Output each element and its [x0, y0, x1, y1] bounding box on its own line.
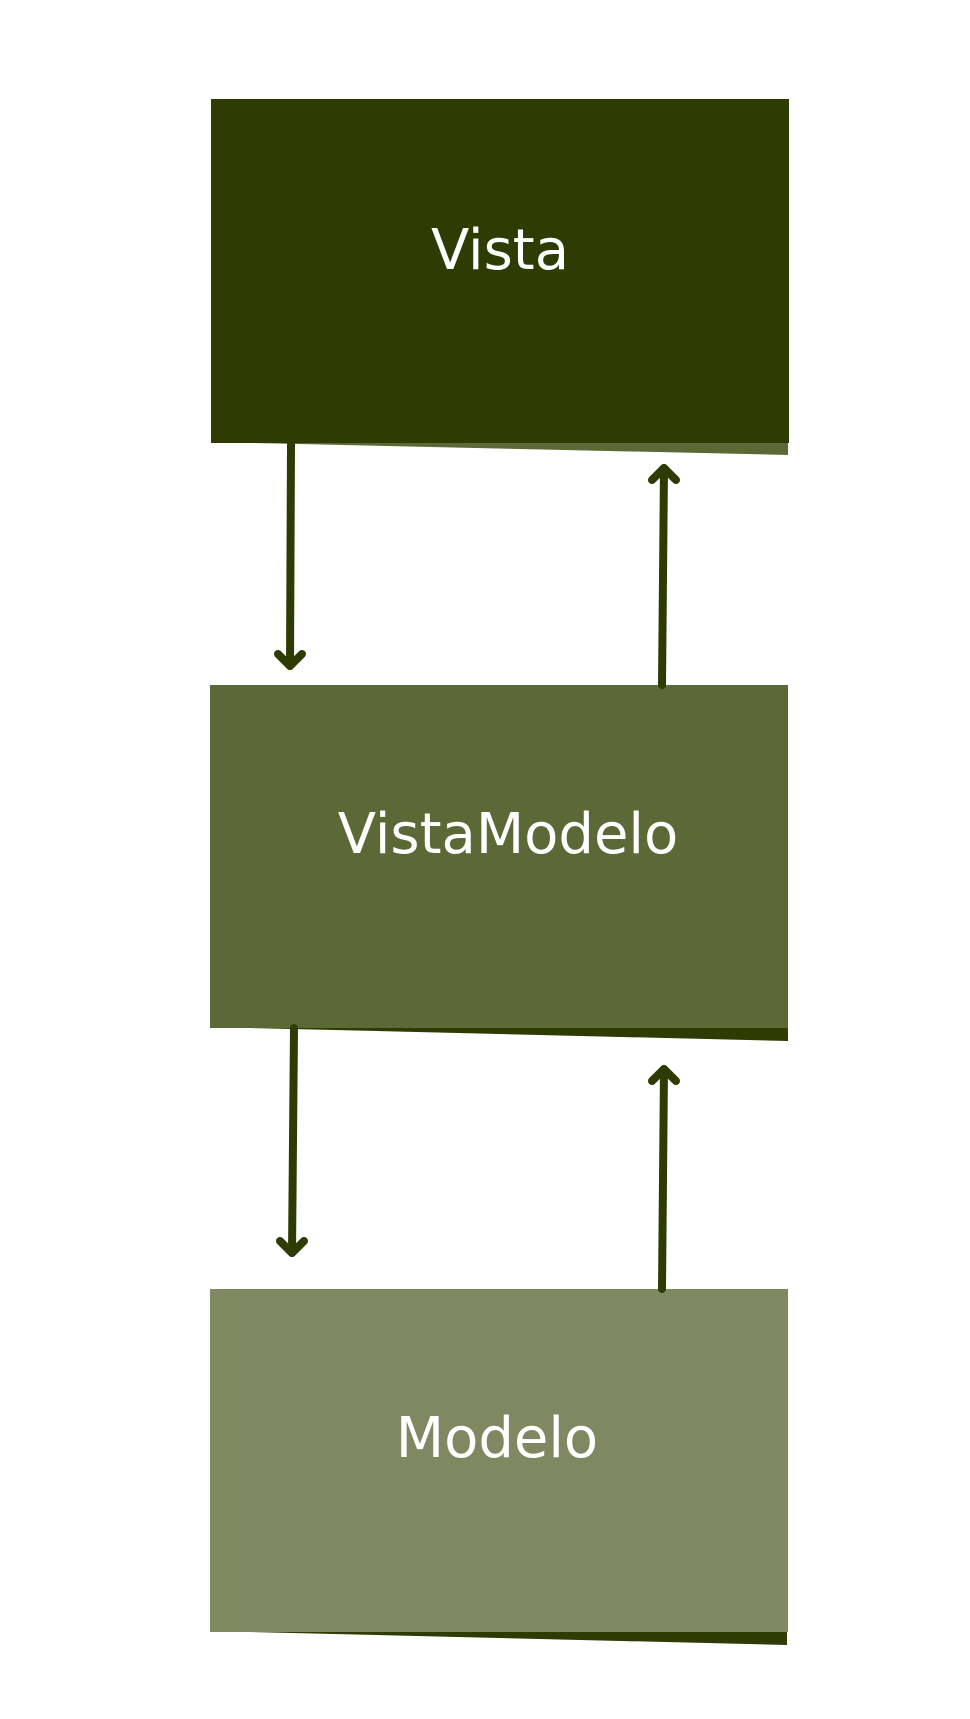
arrow-vistamodelo-to-vista-shaft — [658, 464, 668, 689]
arrow-vistamodelo-to-modelo-shaft — [288, 1024, 298, 1257]
modelo-box-body — [210, 1289, 788, 1632]
arrow-down-head-icon — [276, 1237, 308, 1257]
vista-box: Vista — [211, 99, 789, 455]
modelo-label: Modelo — [396, 1406, 598, 1471]
arrow-vista-to-vistamodelo-shaft — [286, 439, 295, 670]
arrow-up-head-icon — [648, 1065, 680, 1085]
modelo-box: Modelo — [210, 1289, 788, 1645]
vista-box-shadow — [211, 442, 788, 455]
vistamodelo-box-body — [210, 685, 788, 1028]
arrow-up-head-icon — [648, 464, 680, 484]
arrow-vista-to-vistamodelo — [274, 439, 306, 670]
vistamodelo-box-shadow — [210, 1027, 788, 1041]
vista-label: Vista — [431, 218, 569, 283]
arrow-down-head-icon — [274, 650, 306, 670]
vista-box-body — [211, 99, 789, 443]
arrow-vistamodelo-to-vista — [648, 464, 680, 689]
vistamodelo-label: VistaModelo — [338, 802, 678, 867]
arrow-modelo-to-vistamodelo — [648, 1065, 680, 1293]
vistamodelo-box: VistaModelo — [210, 685, 788, 1041]
modelo-box-shadow — [210, 1631, 787, 1645]
arrows — [274, 439, 680, 1293]
arrow-vistamodelo-to-modelo — [276, 1024, 308, 1257]
arrow-modelo-to-vistamodelo-shaft — [658, 1065, 668, 1293]
